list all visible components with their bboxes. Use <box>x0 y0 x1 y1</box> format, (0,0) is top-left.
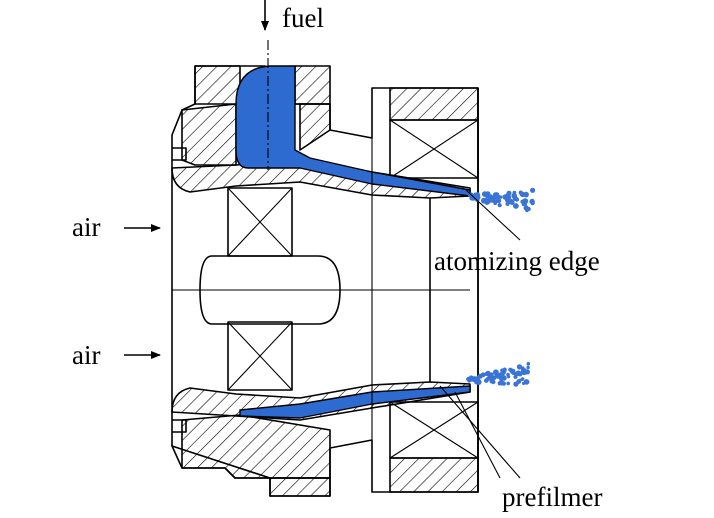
spray-droplet <box>519 371 524 376</box>
spray-droplet <box>499 377 504 381</box>
spray-droplet <box>498 372 505 379</box>
spray-droplet <box>513 374 518 379</box>
spray-droplet <box>521 366 525 371</box>
top-flange <box>194 65 241 105</box>
spray-droplet <box>489 372 494 377</box>
spray-droplet <box>475 379 482 385</box>
spray-droplet <box>507 375 511 379</box>
spray-droplet <box>497 381 502 386</box>
spray-droplet <box>518 190 523 195</box>
spray-droplet <box>514 197 520 202</box>
spray-droplet <box>521 202 525 207</box>
spray-droplet <box>509 368 516 375</box>
inner-swirler <box>171 135 470 446</box>
spray-droplet <box>509 200 515 205</box>
upper-prefilmer <box>171 40 471 199</box>
spray-droplet <box>502 367 507 372</box>
spray-droplet <box>511 193 517 199</box>
spray-droplet <box>513 203 519 209</box>
spray-droplet <box>520 377 525 381</box>
spray-droplet <box>505 201 510 206</box>
spray-droplet <box>530 187 536 193</box>
spray-droplet <box>498 195 503 199</box>
spray-droplet <box>476 376 480 380</box>
spray-droplet <box>475 194 480 199</box>
spray-droplet <box>497 203 502 208</box>
spray-droplet <box>496 198 502 204</box>
lower-fuel-film <box>239 385 471 419</box>
housing <box>171 65 479 497</box>
fuel-label: fuel <box>282 3 324 33</box>
spray-droplet <box>522 371 527 376</box>
spray-droplet <box>526 365 530 370</box>
spray-droplet <box>484 372 489 376</box>
atomizing-edge-leader <box>465 189 521 241</box>
spray-droplet <box>523 379 530 385</box>
outer-ring <box>389 87 479 493</box>
spray-droplet <box>467 376 473 383</box>
spray-droplet <box>502 194 508 200</box>
spray-droplet <box>513 381 519 387</box>
atomizing-edge-label: atomizing edge <box>434 246 600 276</box>
prefilmer-leader <box>439 385 521 479</box>
spray-droplet <box>516 364 523 370</box>
spray-droplet <box>522 199 526 203</box>
spray-droplet <box>484 199 490 205</box>
air-bottom-label: air <box>72 340 100 370</box>
spray-droplet <box>506 190 512 196</box>
lower-spray <box>466 362 531 387</box>
lower-body-section <box>181 414 331 479</box>
spray-droplet <box>526 362 531 366</box>
spray-droplet <box>526 206 531 212</box>
upper-fuel-film <box>235 65 471 197</box>
spray-droplet <box>490 195 495 200</box>
spray-droplet <box>530 201 535 206</box>
upper-body-section <box>181 103 237 166</box>
spray-droplet <box>506 381 511 386</box>
air-top-label: air <box>72 212 100 242</box>
bottom-flange <box>269 477 331 497</box>
prefilmer-label: prefilmer <box>502 482 602 512</box>
lower-prefilmer <box>171 381 471 421</box>
duct-lines <box>371 138 431 440</box>
spray-droplet <box>488 376 494 382</box>
center-hub <box>199 255 341 325</box>
